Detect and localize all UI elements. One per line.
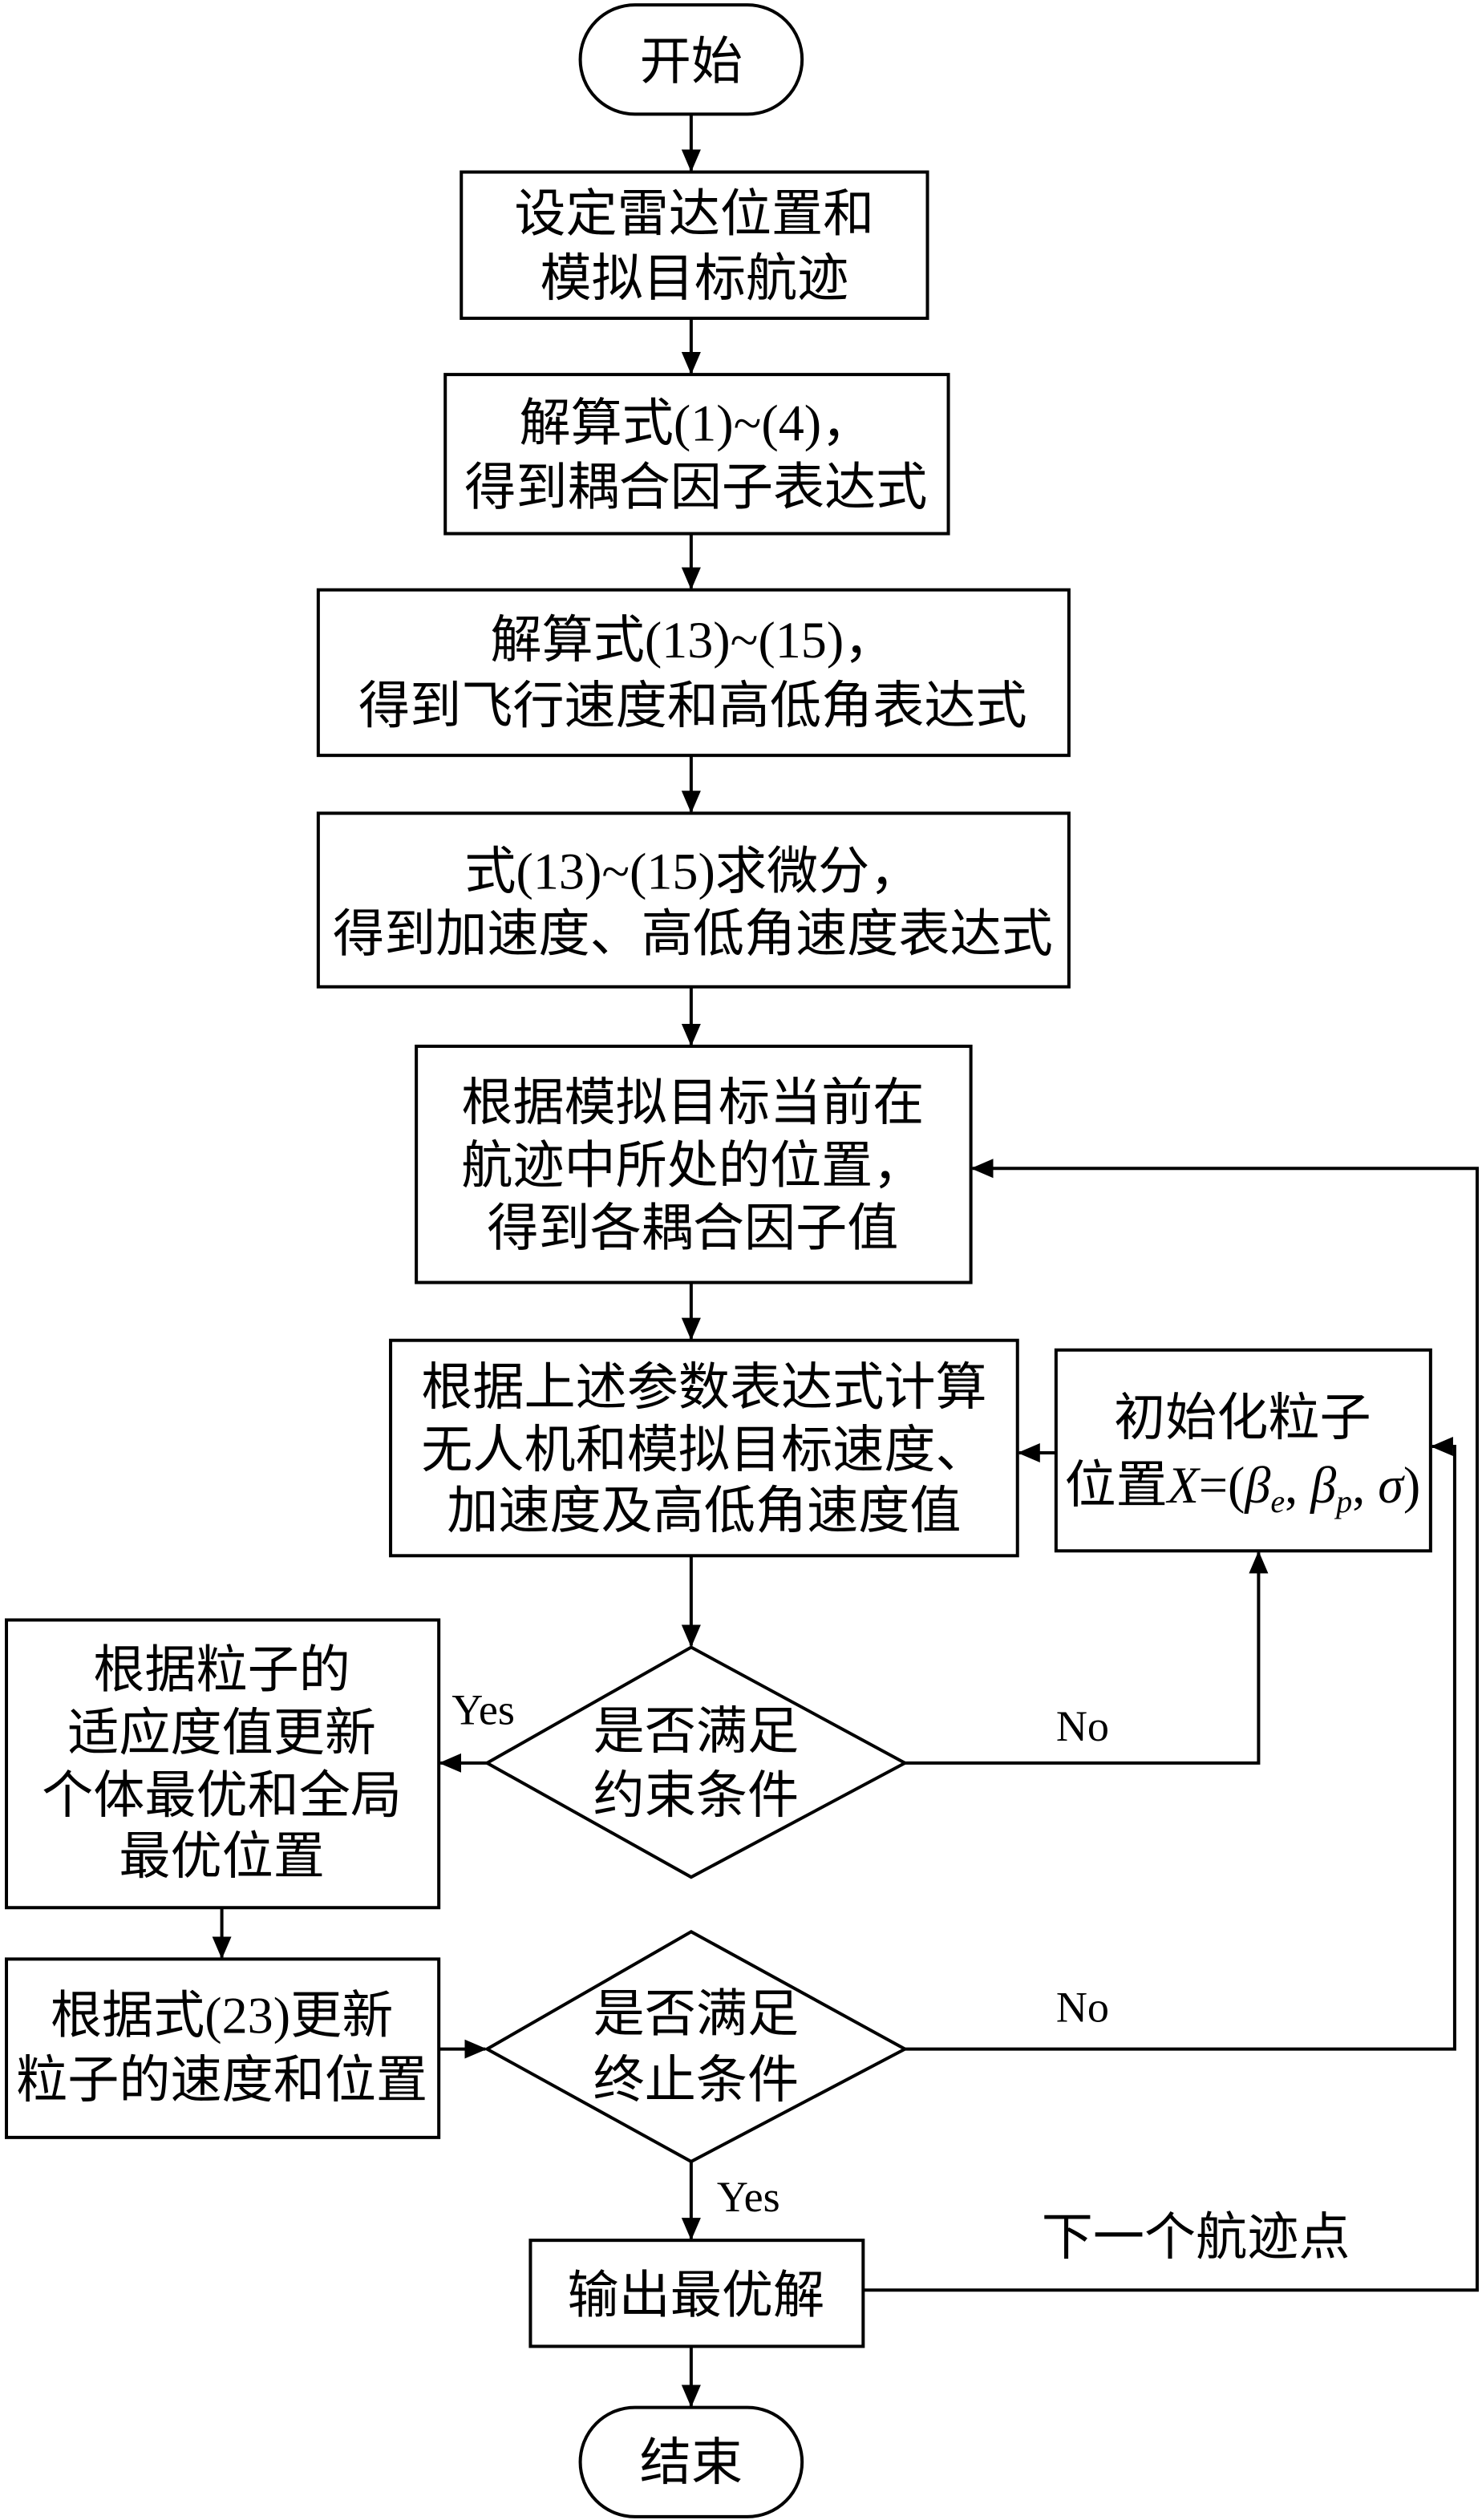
solve-coupling-box: 解算式(1)~(4)， 得到耦合因子表达式 xyxy=(443,373,950,536)
set-radar-line-2: 模拟目标航迹 xyxy=(540,250,848,307)
init-particles-line-1: 初始化粒子 xyxy=(1114,1389,1371,1446)
coupling-values-line-3: 得到各耦合因子值 xyxy=(487,1199,898,1256)
solve-speed-box: 解算式(13)~(15)， 得到飞行速度和高低角表达式 xyxy=(316,588,1071,758)
constraint-check-line-2: 约束条件 xyxy=(593,1767,800,1824)
termination-check-line-1: 是否满足 xyxy=(593,1986,800,2043)
compute-params-line-1: 根据上述参数表达式计算 xyxy=(421,1359,986,1416)
formula-var: X xyxy=(1165,1457,1201,1514)
arrow-constraint-no xyxy=(905,1551,1269,1765)
formula-open: =( xyxy=(1199,1457,1245,1514)
label-constraint-yes: Yes xyxy=(451,1686,515,1734)
label-next-point: 下一个航迹点 xyxy=(1042,2209,1350,2266)
formula-prefix: 位置 xyxy=(1064,1457,1167,1514)
constraint-check-line-1: 是否满足 xyxy=(593,1703,800,1760)
compute-params-line-2: 无人机和模拟目标速度、 xyxy=(421,1422,986,1478)
termination-check-line-2: 终止条件 xyxy=(593,2052,800,2109)
label-constraint-no: No xyxy=(1056,1702,1109,1750)
coupling-values-line-2: 航迹中所处的位置， xyxy=(461,1137,924,1194)
differentiate-box: 式(13)~(15)求微分， 得到加速度、高低角速度表达式 xyxy=(316,811,1071,989)
end-terminal: 结束 xyxy=(578,2405,804,2518)
arrow-termination-no xyxy=(905,1436,1456,2051)
start-terminal: 开始 xyxy=(578,3,804,116)
solve-speed-line-2: 得到飞行速度和高低角表达式 xyxy=(358,678,1027,734)
set-radar-line-1: 设定雷达位置和 xyxy=(514,186,874,243)
end-label: 结束 xyxy=(640,2434,743,2491)
update-best-line-3: 个体最优和全局 xyxy=(42,1767,402,1824)
formula-close: ) xyxy=(1403,1457,1420,1514)
formula-sub-e: e xyxy=(1270,1483,1285,1519)
arrow-next-point-loop xyxy=(863,1159,1479,2292)
coupling-values-box: 根据模拟目标当前在 航迹中所处的位置， 得到各耦合因子值 xyxy=(415,1044,973,1284)
update-best-line-2: 适应度值更新 xyxy=(67,1705,376,1762)
update-velocity-box: 根据式(23)更新 粒子的速度和位置 xyxy=(5,1957,441,2139)
solve-coupling-line-1: 解算式(1)~(4)， xyxy=(520,394,873,451)
differentiate-line-2: 得到加速度、高低角速度表达式 xyxy=(333,906,1053,963)
update-velocity-line-1: 根据式(23)更新 xyxy=(51,1988,393,2045)
formula-sigma: σ xyxy=(1378,1457,1405,1514)
formula-sub-p: p xyxy=(1334,1483,1352,1519)
label-termination-no: No xyxy=(1056,1984,1109,2032)
constraint-check-diamond: 是否满足 约束条件 xyxy=(484,1645,909,1879)
solve-coupling-line-2: 得到耦合因子表达式 xyxy=(464,459,927,516)
update-best-box: 根据粒子的 适应度值更新 个体最优和全局 最优位置 xyxy=(5,1618,441,1910)
compute-params-line-3: 加速度及高低角速度值 xyxy=(447,1482,961,1539)
set-radar-box: 设定雷达位置和 模拟目标航迹 xyxy=(460,170,929,320)
output-label: 输出最优解 xyxy=(568,2267,825,2324)
output-box: 输出最优解 xyxy=(528,2239,865,2348)
compute-params-box: 根据上述参数表达式计算 无人机和模拟目标速度、 加速度及高低角速度值 xyxy=(389,1338,1019,1558)
update-velocity-line-2: 粒子的速度和位置 xyxy=(16,2052,427,2109)
update-best-line-1: 根据粒子的 xyxy=(93,1642,350,1699)
init-particles-box: 初始化粒子 位置X=(βe, βp, σ) xyxy=(1054,1348,1432,1553)
termination-check-diamond: 是否满足 终止条件 xyxy=(484,1930,909,2164)
init-particles-formula: 位置X=(βe, βp, σ) xyxy=(1064,1457,1420,1519)
label-termination-yes: Yes xyxy=(717,2173,780,2221)
formula-beta-e: β xyxy=(1243,1457,1270,1514)
formula-beta-p: β xyxy=(1309,1457,1336,1514)
update-best-line-4: 最优位置 xyxy=(119,1828,325,1885)
start-label: 开始 xyxy=(640,33,743,90)
solve-speed-line-1: 解算式(13)~(15)， xyxy=(490,612,895,669)
coupling-values-line-1: 根据模拟目标当前在 xyxy=(461,1074,924,1131)
differentiate-line-1: 式(13)~(15)求微分， xyxy=(464,843,921,900)
formula-sep-1: , xyxy=(1285,1457,1310,1514)
formula-sep-2: , xyxy=(1352,1457,1378,1514)
